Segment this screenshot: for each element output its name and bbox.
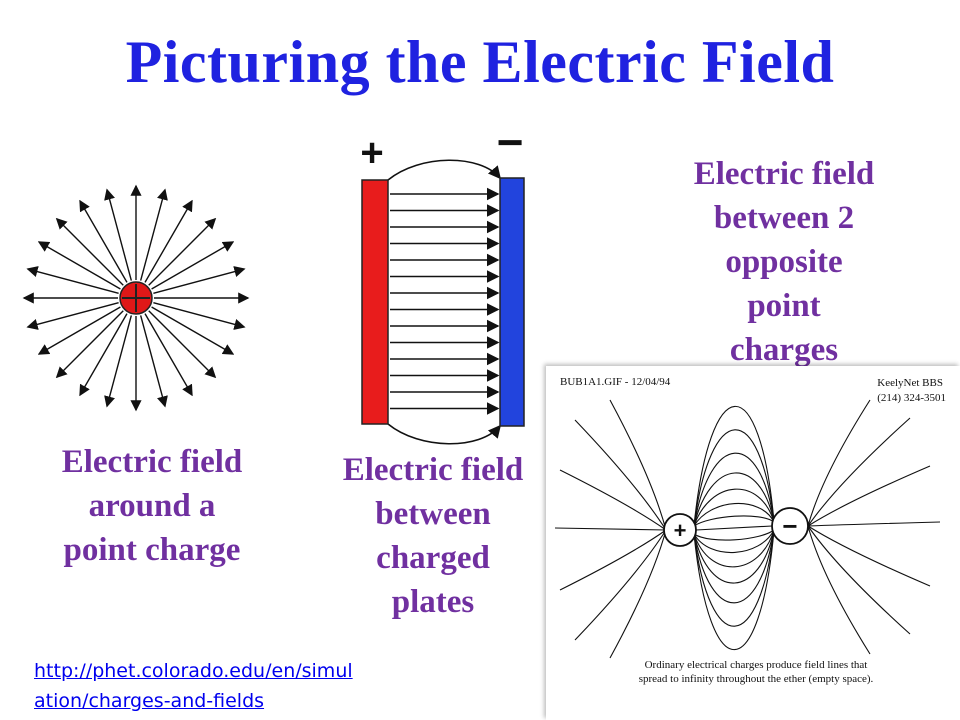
point-charge-diagram bbox=[22, 184, 250, 412]
dipole-field-diagram: + − bbox=[554, 399, 941, 659]
radial-field-line bbox=[144, 199, 193, 283]
dipole-negative-charge-icon bbox=[771, 507, 809, 545]
radial-field-line bbox=[153, 266, 246, 295]
dipole-field-line bbox=[693, 502, 775, 527]
caption-line: Electric field bbox=[693, 156, 875, 192]
scan-caption-line: Ordinary electrical charges produce fiel… bbox=[644, 659, 868, 671]
dipole-field-line bbox=[693, 452, 775, 527]
scan-file-label: BUB1A1.GIF - 12/04/94 bbox=[560, 376, 671, 388]
dipole-field-line bbox=[693, 529, 775, 651]
dipole-field-line bbox=[693, 529, 775, 554]
radial-field-line bbox=[139, 315, 168, 408]
radial-field-line bbox=[79, 313, 128, 397]
radial-field-line bbox=[79, 199, 128, 283]
caption-line: opposite bbox=[725, 244, 843, 280]
dipole-field-line bbox=[807, 399, 871, 527]
radial-field-line bbox=[151, 306, 235, 355]
caption-line: between bbox=[375, 496, 491, 532]
negative-sign: − bbox=[497, 128, 524, 168]
dipole-image-panel: BUB1A1.GIF - 12/04/94 KeelyNet BBS (214)… bbox=[546, 366, 960, 720]
dipole-field-line bbox=[554, 527, 667, 531]
scan-caption: Ordinary electrical charges produce fiel… bbox=[566, 658, 946, 686]
dipole-field-line bbox=[693, 529, 775, 568]
dipole-field-line bbox=[559, 529, 667, 591]
dipole-field-line bbox=[807, 525, 871, 655]
dipole-field-line bbox=[807, 521, 941, 527]
dipole-caption: Electric field between 2 opposite point … bbox=[660, 152, 908, 372]
radial-field-line bbox=[148, 310, 217, 379]
radial-field-line bbox=[104, 188, 133, 281]
dipole-field-line bbox=[693, 529, 775, 584]
caption-line: charged bbox=[376, 540, 490, 576]
scan-caption-line: spread to infinity throughout the ether … bbox=[638, 673, 874, 685]
radial-field-line bbox=[104, 315, 133, 408]
caption-line: Electric field bbox=[342, 452, 524, 488]
radial-field-line bbox=[139, 188, 168, 281]
slide-title: Picturing the Electric Field bbox=[125, 29, 835, 95]
positive-plate bbox=[361, 179, 389, 425]
radial-field-lines bbox=[22, 184, 250, 412]
positive-sign: + bbox=[360, 131, 383, 175]
caption-line: Electric field bbox=[61, 444, 243, 480]
radial-field-line bbox=[26, 266, 119, 295]
phet-simulation-link[interactable]: http://phet.colorado.edu/en/simul ation/… bbox=[34, 656, 394, 716]
radial-field-line bbox=[37, 306, 121, 355]
dipole-field-line bbox=[693, 529, 775, 604]
dipole-field-line bbox=[574, 419, 667, 531]
link-line: http://phet.colorado.edu/en/simul bbox=[34, 660, 353, 682]
point-charge-caption: Electric field around a point charge bbox=[30, 440, 274, 572]
caption-line: between 2 bbox=[713, 200, 855, 236]
scan-source-line: (214) 324-3501 bbox=[877, 392, 946, 404]
radial-field-line bbox=[26, 301, 119, 330]
dipole-field-line bbox=[695, 525, 773, 531]
caption-line: point bbox=[747, 288, 821, 324]
plates-caption: Electric field between charged plates bbox=[318, 448, 548, 624]
radial-field-line bbox=[144, 313, 193, 397]
link-line: ation/charges-and-fields bbox=[34, 690, 265, 712]
dipole-field-line bbox=[807, 525, 931, 587]
dipole-field-line bbox=[559, 469, 667, 531]
dipole-field-line bbox=[693, 405, 775, 527]
dipole-field-lines bbox=[554, 399, 941, 659]
caption-line: around a bbox=[88, 488, 216, 524]
dipole-field-line bbox=[807, 525, 911, 635]
dipole-field-line bbox=[609, 529, 667, 659]
caption-line: point charge bbox=[63, 532, 241, 568]
dipole-field-line bbox=[693, 488, 775, 527]
caption-line: plates bbox=[391, 584, 475, 620]
radial-field-line bbox=[153, 301, 246, 330]
dipole-field-line bbox=[693, 515, 775, 527]
negative-plate bbox=[499, 177, 525, 427]
dipole-field-line bbox=[693, 472, 775, 527]
plate-field-lines bbox=[390, 187, 500, 415]
dipole-field-line bbox=[807, 417, 911, 527]
scan-source: KeelyNet BBS (214) 324-3501 bbox=[877, 376, 946, 406]
radial-field-line bbox=[37, 241, 121, 290]
radial-field-line bbox=[55, 310, 124, 379]
scan-source-line: KeelyNet BBS bbox=[877, 377, 943, 389]
dipole-negative-sign: − bbox=[782, 511, 797, 541]
dipole-positive-charge-icon bbox=[663, 513, 697, 547]
radial-field-line bbox=[151, 241, 235, 290]
dipole-field-line bbox=[693, 529, 775, 541]
dipole-positive-sign: + bbox=[674, 518, 687, 543]
radial-field-line bbox=[148, 217, 217, 286]
dipole-field-line bbox=[693, 429, 775, 527]
dipole-field-line bbox=[807, 465, 931, 527]
dipole-field-line bbox=[609, 399, 667, 531]
dipole-field-line bbox=[693, 529, 775, 627]
radial-field-line bbox=[55, 217, 124, 286]
dipole-field-line bbox=[574, 529, 667, 641]
caption-line: charges bbox=[729, 332, 839, 368]
charged-plates-diagram: + − bbox=[360, 128, 525, 445]
